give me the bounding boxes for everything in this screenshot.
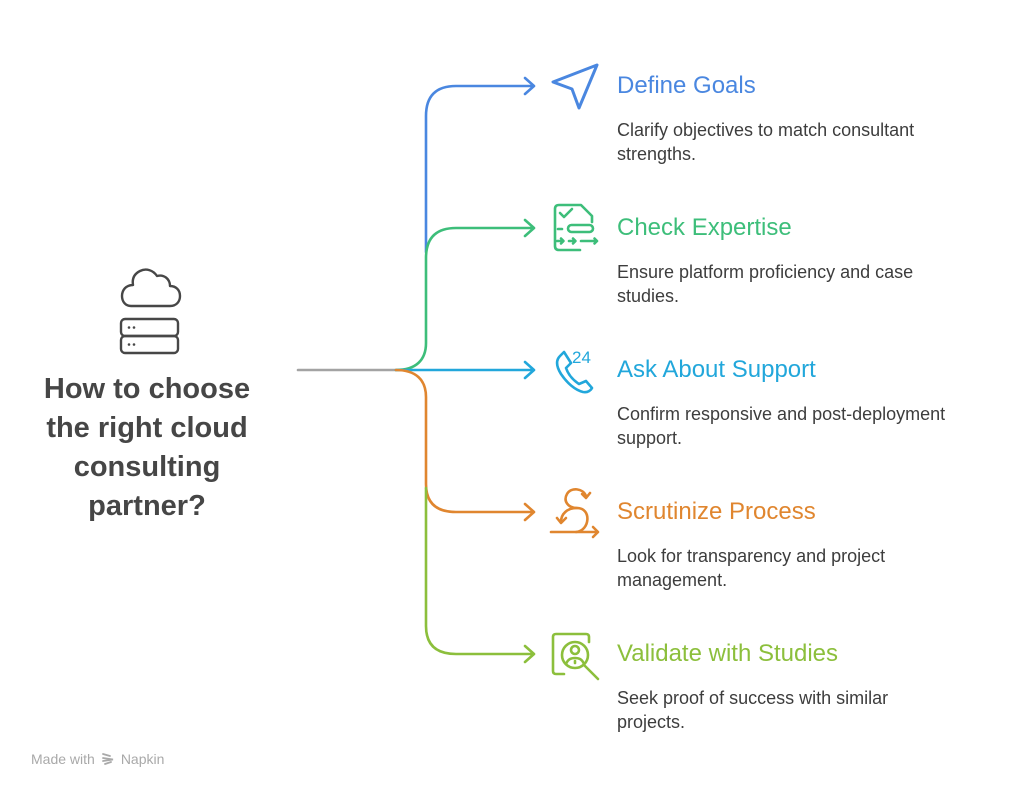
item-validate-with-studies: Validate with Studies Seek proof of succ…	[617, 639, 1007, 734]
connector-ask-support	[394, 360, 536, 380]
checklist-document-icon	[553, 203, 599, 252]
phone-24-label: 24	[572, 348, 591, 367]
connector-define-goals	[424, 76, 536, 254]
item-title: Define Goals	[617, 72, 756, 99]
connector-validate-studies	[424, 486, 536, 664]
item-description: Confirm responsive and post-deployment s…	[617, 402, 1007, 450]
cloud-server-icon	[119, 268, 182, 355]
description-line: Look for transparency and project	[617, 546, 886, 566]
title-line: consulting	[73, 451, 221, 483]
title-line: the right cloud	[46, 412, 248, 444]
description-line: Clarify objectives to match consultant	[617, 120, 915, 140]
description-line: Ensure platform proficiency and case	[617, 262, 914, 282]
description-line: management.	[617, 570, 728, 590]
item-description: Look for transparency and project manage…	[617, 544, 1007, 592]
item-description: Clarify objectives to match consultant s…	[617, 118, 1007, 166]
description-line: studies.	[617, 286, 680, 306]
title-line: partner?	[88, 490, 206, 522]
diagram-title: How to choose the right cloud consulting…	[16, 370, 278, 526]
process-loop-icon	[549, 488, 600, 539]
description-line: Confirm responsive and post-deployment	[617, 404, 946, 424]
item-title: Ask About Support	[617, 356, 816, 383]
napkin-brand-label: Napkin	[120, 751, 165, 767]
made-with-label: Made with	[31, 751, 95, 767]
description-line: projects.	[617, 712, 686, 732]
phone-24-icon: 24	[555, 348, 594, 394]
description-line: Seek proof of success with similar	[617, 688, 889, 708]
made-with-napkin-badge[interactable]: Made with Napkin	[31, 751, 164, 767]
connector-scrutinize-process	[394, 368, 536, 522]
item-title: Validate with Studies	[617, 640, 839, 667]
item-scrutinize-process: Scrutinize Process Look for transparency…	[617, 497, 1007, 592]
item-title: Scrutinize Process	[617, 498, 816, 525]
item-title: Check Expertise	[617, 214, 792, 241]
item-check-expertise: Check Expertise Ensure platform proficie…	[617, 213, 1007, 308]
napkin-logo-icon	[101, 753, 113, 765]
item-ask-about-support: Ask About Support Confirm responsive and…	[617, 355, 1007, 450]
description-line: support.	[617, 428, 683, 448]
item-define-goals: Define Goals Clarify objectives to match…	[617, 71, 1007, 166]
connector-check-expertise	[394, 218, 536, 372]
item-description: Seek proof of success with similar proje…	[617, 686, 1007, 734]
send-arrow-icon	[551, 63, 599, 110]
title-line: How to choose	[43, 373, 251, 405]
description-line: strengths.	[617, 144, 697, 164]
case-study-search-icon	[551, 632, 600, 681]
item-description: Ensure platform proficiency and case stu…	[617, 260, 1007, 308]
